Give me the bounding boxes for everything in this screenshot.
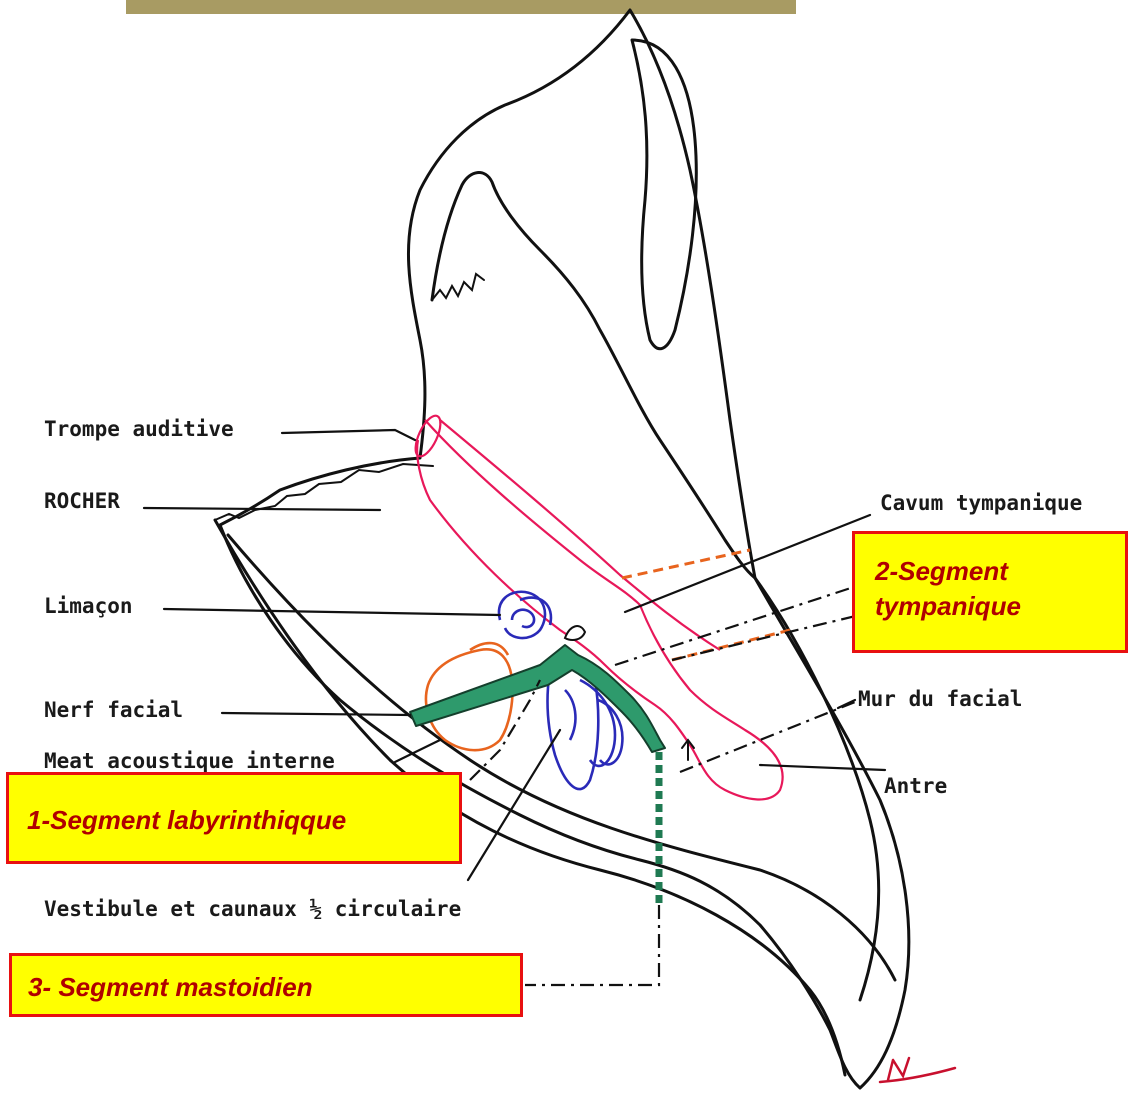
orange-dash-1 [622,550,750,578]
leader-meat [395,740,440,762]
label-vestibule: Vestibule et caunaux ½ circulaire [44,897,461,921]
callout-segment3-text: 3- Segment mastoidien [28,972,313,1002]
label-cavum: Cavum tympanique [880,491,1082,515]
leader-trompe [282,430,415,440]
upper-cavity-outline [432,173,755,578]
leader-antre [760,765,885,770]
upper-right-lobe [632,40,696,349]
guide-segment2 [615,585,860,665]
outer-bone-outline [220,10,909,1088]
callout-segment-labyrinthique: 1-Segment labyrinthiqque [6,772,462,864]
label-meat: Meat acoustique interne [44,749,335,773]
label-nerf-facial: Nerf facial [44,698,183,722]
upper-jag [432,274,484,300]
leader-rocher [144,508,380,510]
geniculate-node [565,626,585,640]
label-limacon: Limaçon [44,594,133,618]
label-mur-facial: Mur du facial [858,687,1022,711]
callout-segment-mastoidien: 3- Segment mastoidien [9,953,523,1017]
cochlea [499,592,551,638]
callout-segment-tympanique: 2-Segment tympanique [852,531,1128,653]
callout-segment1-text: 1-Segment labyrinthiqque [27,805,346,835]
label-trompe: Trompe auditive [44,417,234,441]
tympanic-cavity-outline [417,420,782,799]
callout-segment2-line1: 2-Segment [875,554,1125,589]
leader-vestibule [468,730,560,880]
label-antre: Antre [884,774,947,798]
callout-segment2-line2: tympanique [875,589,1125,624]
label-rocher: ROCHER [44,489,120,513]
guide-segment3 [525,905,659,985]
leader-limacon [164,609,500,615]
leader-nerf [222,713,410,715]
signature-mark [880,1058,955,1082]
